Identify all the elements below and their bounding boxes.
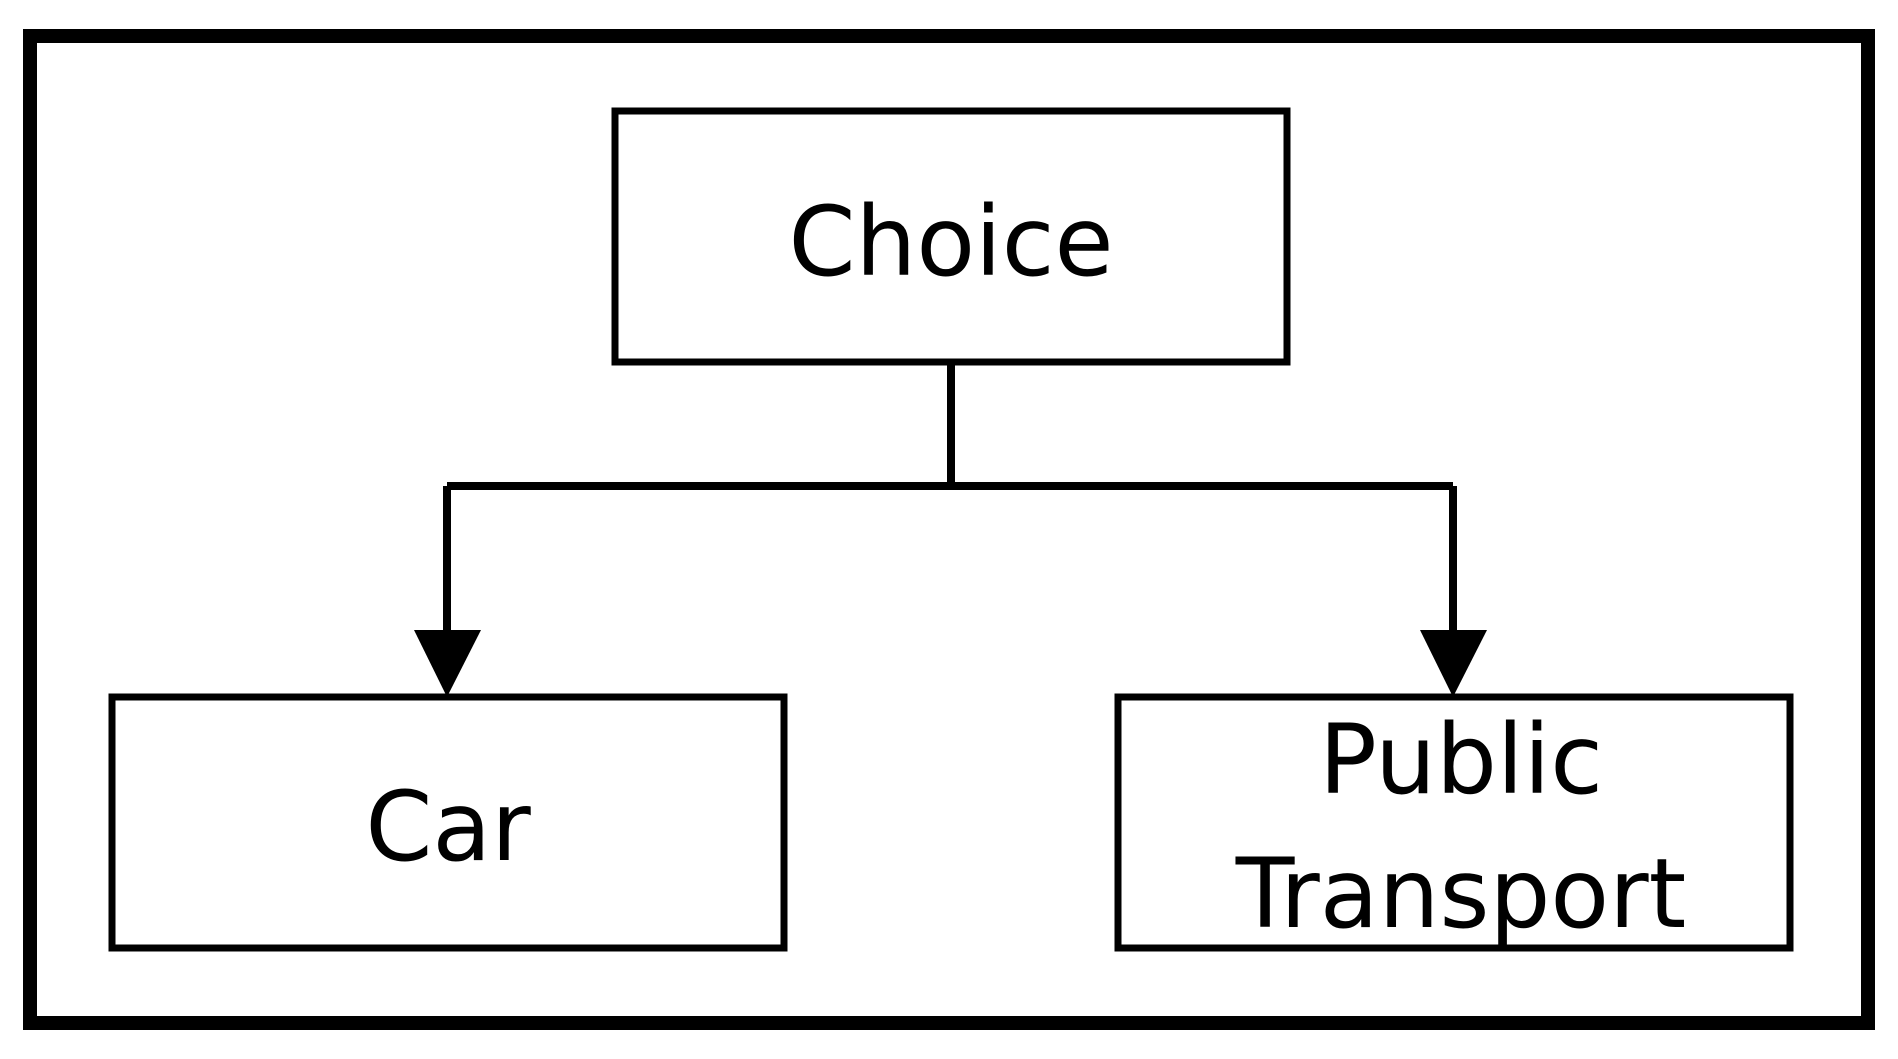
node-public-transport: Public Transport [1114,693,1794,952]
node-car-label: Car [365,771,531,883]
node-car-box [108,693,788,952]
node-public-transport-label-line1: Public [1319,704,1603,816]
arrowhead-car [414,630,481,697]
connectors [414,362,1487,697]
node-choice: Choice [611,107,1291,366]
node-choice-label: Choice [788,186,1113,298]
node-car: Car [108,693,788,952]
arrowhead-public-transport [1420,630,1487,697]
node-public-transport-box [1114,693,1794,952]
outer-frame [23,29,1875,1030]
node-public-transport-label-line2: Transport [1235,838,1686,950]
